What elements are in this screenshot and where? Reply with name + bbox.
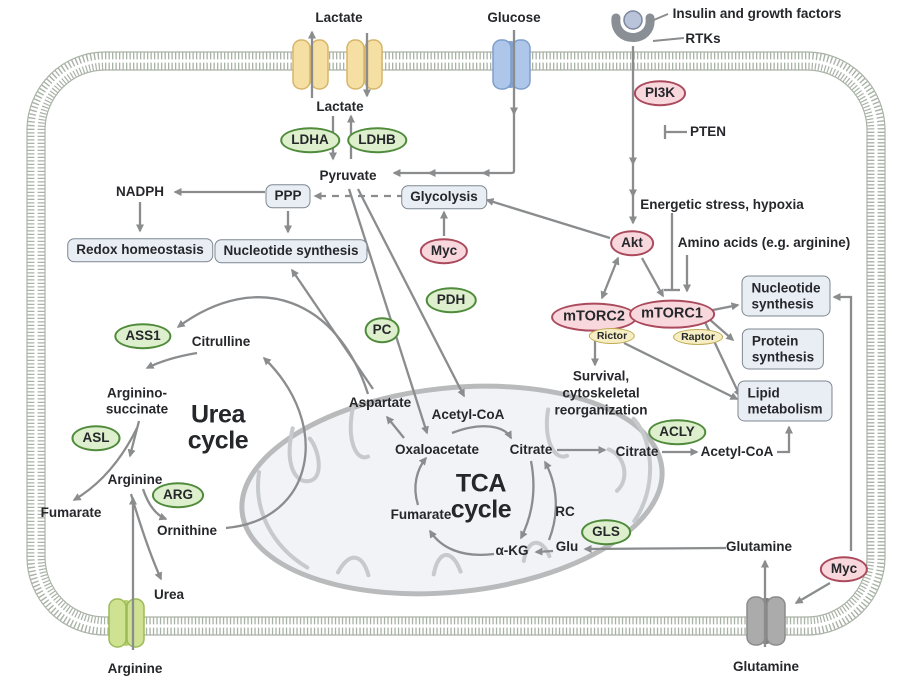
glutamine-extracellular-label: Glutamine — [732, 659, 800, 675]
arg-enzyme: ARG — [152, 482, 204, 508]
tca-cycle-title: TCA cycle — [450, 469, 512, 523]
oxaloacetate-label: Oxaloacetate — [394, 442, 480, 458]
lactate-cytosol-label: Lactate — [316, 99, 364, 115]
glycolysis-box: Glycolysis — [401, 185, 487, 209]
raptor-subunit: Raptor — [673, 328, 723, 346]
rictor-subunit: Rictor — [588, 327, 636, 345]
glucose-extracellular-label: Glucose — [487, 10, 541, 26]
urea-label: Urea — [153, 587, 185, 603]
ligand-ball — [623, 10, 643, 30]
nucleotide-synthesis-left-box: Nucleotide synthesis — [214, 239, 368, 263]
urea-cycle-title: Urea cycle — [187, 400, 249, 454]
ass1-enzyme: ASS1 — [114, 323, 172, 349]
alpha-kg-label: α-KG — [495, 543, 529, 559]
glutamine-cytosol-label: Glutamine — [725, 539, 793, 555]
argininosuccinate-label: Arginino- succinate — [105, 385, 169, 416]
mtorc2-node: mTORC2 — [551, 302, 637, 332]
pi3k-node: PI3K — [633, 80, 687, 106]
fumarate-mito-label: Fumarate — [390, 507, 452, 523]
survival-label: Survival, cytoskeletal reorganization — [554, 368, 648, 418]
acly-enzyme: ACLY — [648, 419, 706, 445]
rtk-receptor — [611, 10, 685, 42]
nucleotide-synthesis-right-box: Nucleotide synthesis — [741, 275, 831, 317]
pyruvate-label: Pyruvate — [319, 168, 377, 184]
fumarate-left-label: Fumarate — [40, 505, 102, 521]
rc-label: RC — [555, 504, 575, 520]
pdh-enzyme: PDH — [425, 287, 477, 313]
arginine-extracellular-label: Arginine — [107, 661, 163, 677]
citrate-cytosol-label: Citrate — [615, 444, 659, 460]
citrate-mito-label: Citrate — [509, 442, 553, 458]
aspartate-label: Aspartate — [348, 395, 412, 411]
lactate-transporters — [292, 39, 383, 90]
glutamine-transporter — [746, 596, 786, 646]
arginine-transporter — [108, 598, 145, 648]
glu-label: Glu — [555, 539, 579, 555]
lactate-extracellular-label: Lactate — [315, 10, 363, 26]
akt-node: Akt — [610, 230, 654, 256]
acetyl-coa-cytosol-label: Acetyl-CoA — [700, 444, 774, 460]
myc-right-oncogene: Myc — [819, 556, 869, 582]
energetic-stress-label: Energetic stress, hypoxia — [640, 197, 804, 213]
plasma-membrane — [26, 51, 886, 636]
ldhb-enzyme: LDHB — [347, 127, 407, 153]
protein-synthesis-box: Protein synthesis — [741, 328, 825, 370]
insulin-growth-factors-label: Insulin and growth factors — [672, 6, 842, 22]
pten-label: PTEN — [689, 124, 727, 140]
pathway-arrows — [72, 30, 853, 650]
citrulline-label: Citrulline — [191, 334, 251, 350]
glucose-transporter — [492, 39, 531, 90]
mitochondrion-cristae — [256, 405, 653, 578]
nadph-label: NADPH — [115, 184, 165, 200]
pc-enzyme: PC — [364, 317, 400, 343]
ldha-enzyme: LDHA — [280, 127, 340, 153]
lipid-metabolism-box: Lipid metabolism — [737, 380, 833, 422]
mtorc1-node: mTORC1 — [629, 299, 715, 329]
myc-center-oncogene: Myc — [419, 238, 469, 264]
gls-enzyme: GLS — [581, 519, 631, 545]
arginine-cytosol-label: Arginine — [107, 472, 163, 488]
redox-homeostasis-box: Redox homeostasis — [67, 238, 213, 262]
rtks-label: RTKs — [685, 31, 721, 47]
ppp-box: PPP — [265, 184, 311, 208]
acetyl-coa-mito-label: Acetyl-CoA — [431, 407, 505, 423]
asl-enzyme: ASL — [71, 425, 121, 451]
mitochondrion — [239, 383, 665, 597]
amino-acids-label: Amino acids (e.g. arginine) — [677, 235, 851, 251]
ornithine-label: Ornithine — [157, 523, 217, 539]
